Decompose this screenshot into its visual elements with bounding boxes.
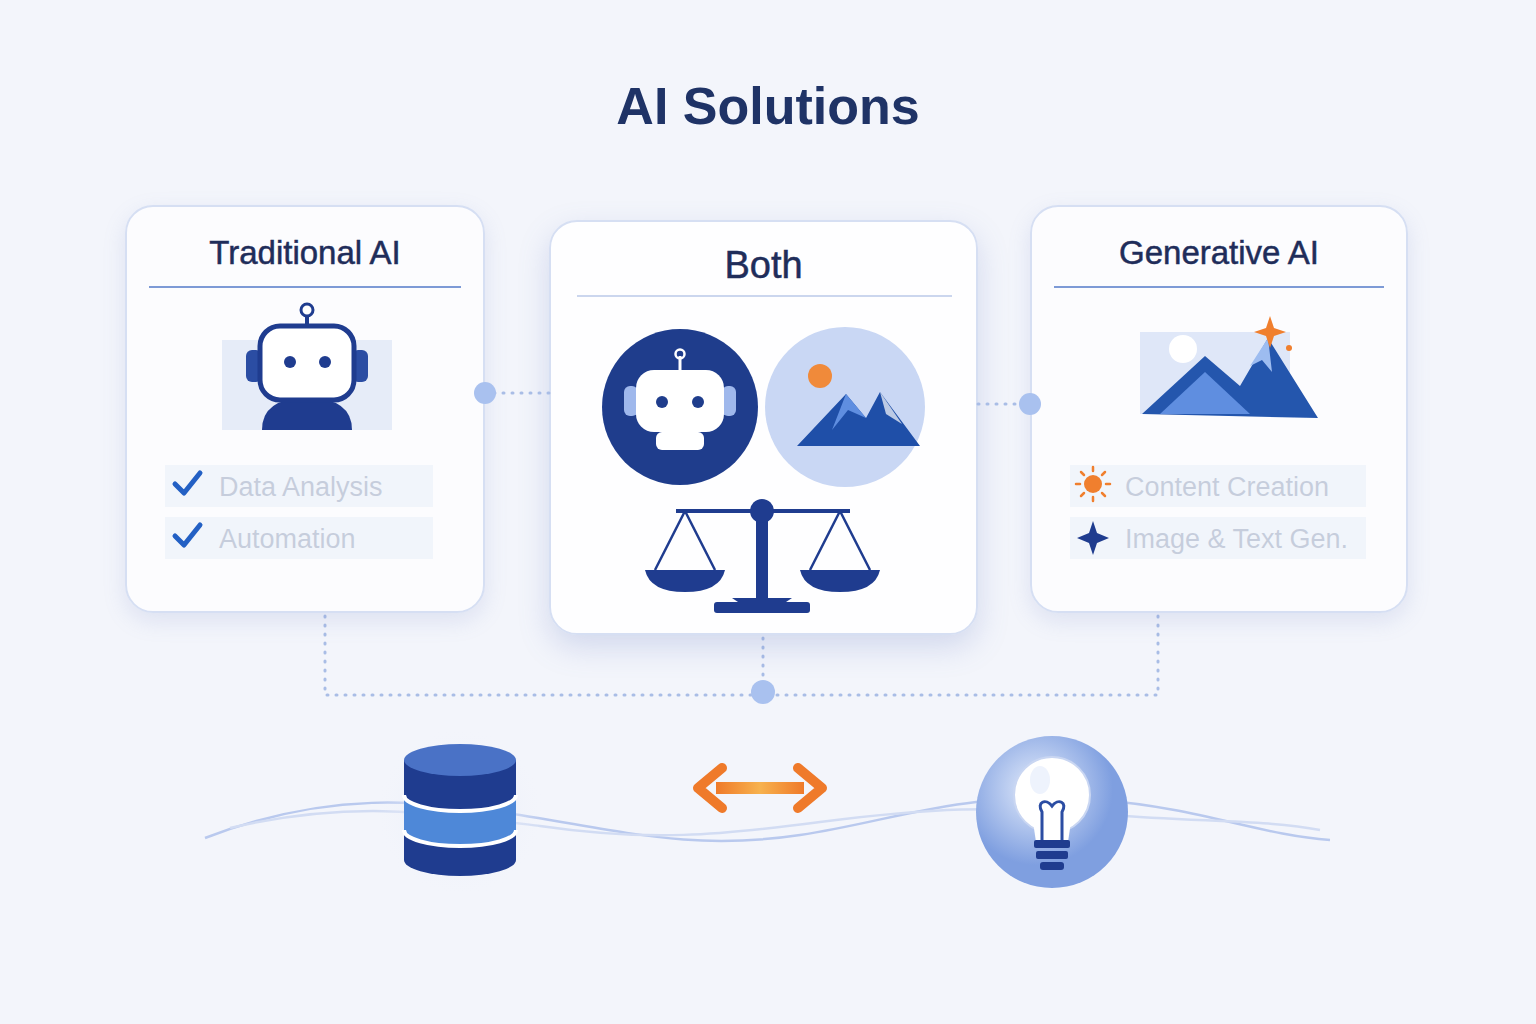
bus-line bbox=[325, 616, 1158, 695]
check-icon bbox=[175, 473, 200, 493]
heading-rule bbox=[149, 286, 461, 288]
card-heading: Both bbox=[551, 244, 976, 287]
venn-icon bbox=[602, 327, 925, 487]
double-arrow bbox=[698, 768, 822, 808]
landscape-icon bbox=[1140, 316, 1318, 418]
balance-icon bbox=[645, 499, 880, 613]
title-rule bbox=[948, 112, 1265, 114]
robot-icon bbox=[222, 304, 392, 430]
diagram-title: AI Solutions bbox=[0, 76, 1536, 136]
heading-rule bbox=[1054, 286, 1384, 288]
feature-item: Image & Text Gen. bbox=[1125, 524, 1348, 555]
glow bbox=[375, 727, 545, 897]
feature-item: Content Creation bbox=[1125, 472, 1329, 503]
ai-category-card: Traditional AI Data AnalysisAutomation bbox=[125, 205, 485, 613]
feature-item: Data Analysis bbox=[219, 472, 383, 503]
dotted-connector bbox=[978, 393, 1041, 415]
star-icon bbox=[1077, 521, 1109, 555]
card-heading: Traditional AI bbox=[127, 234, 483, 272]
card-heading: Generative AI bbox=[1032, 234, 1406, 272]
junction-dot bbox=[751, 680, 775, 704]
sun-icon bbox=[1076, 467, 1110, 501]
check-icon bbox=[175, 525, 200, 545]
dotted-connector bbox=[474, 382, 549, 404]
database-icon bbox=[404, 744, 516, 876]
feature-item: Automation bbox=[219, 524, 356, 555]
ai-category-card: Generative AI Content CreationImage & Tex… bbox=[1030, 205, 1408, 613]
lightbulb-icon bbox=[976, 736, 1128, 888]
list-row-backgrounds bbox=[165, 465, 1366, 559]
wave-lines bbox=[205, 798, 1330, 841]
ai-category-card: Both bbox=[549, 220, 978, 635]
heading-rule bbox=[577, 295, 952, 297]
title-rule bbox=[270, 112, 568, 114]
